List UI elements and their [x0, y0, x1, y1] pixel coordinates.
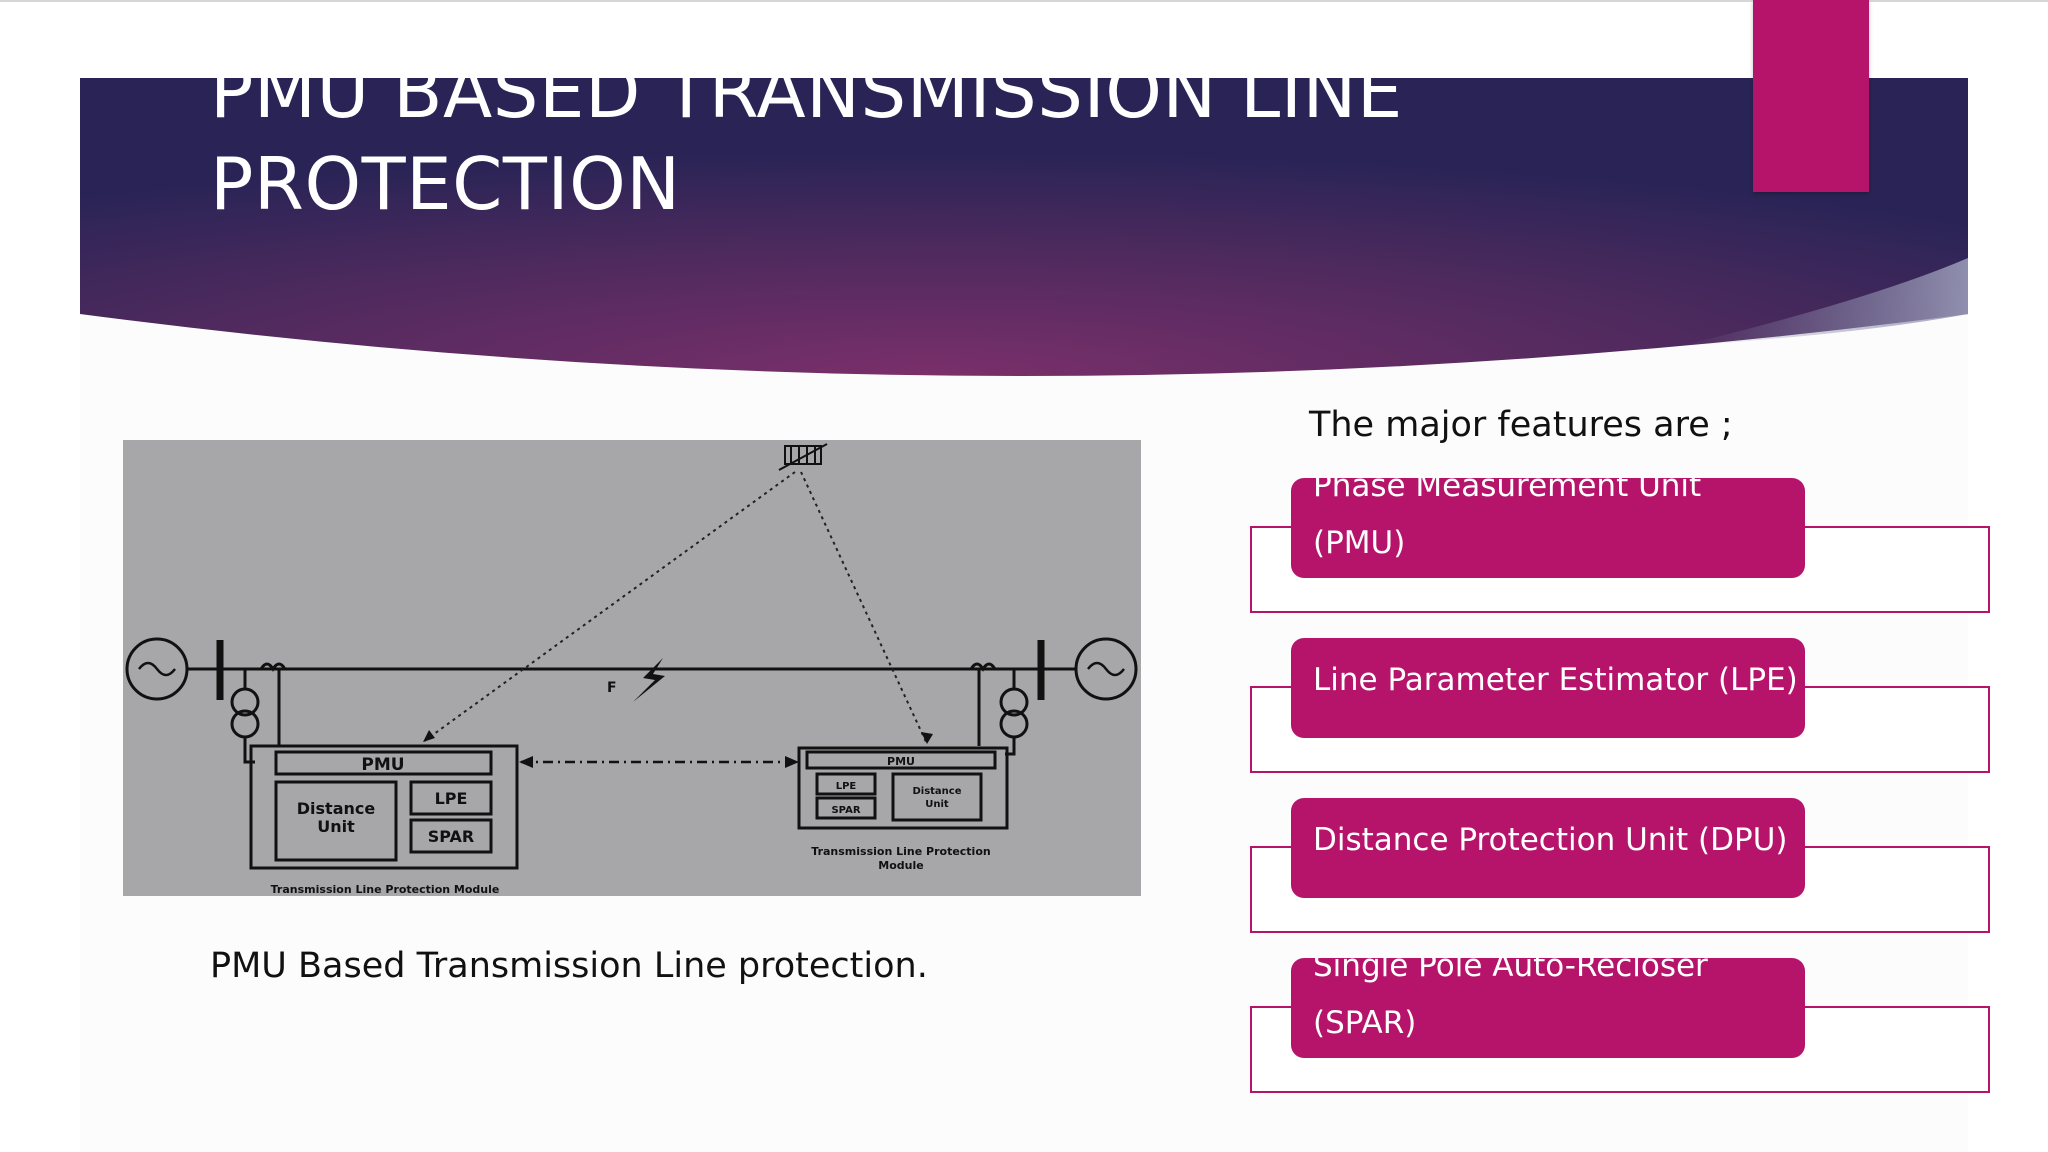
title-banner — [80, 78, 1968, 376]
right-protection-module — [797, 746, 1009, 830]
title-line-1: PMU BASED TRANSMISSION LINE — [210, 64, 1403, 134]
feature-pmu-line-2: (PMU) — [1313, 525, 1406, 561]
feature-item-pmu: Phase Measurement Unit (PMU) — [1250, 478, 1994, 613]
feature-item-spar: Single Pole Auto-Recloser (SPAR) — [1250, 958, 1994, 1093]
feature-pill: Single Pole Auto-Recloser (SPAR) — [1291, 958, 1805, 1058]
left-unit-label: Unit — [317, 817, 355, 836]
feature-pmu-line-1: Phase Measurement Unit — [1313, 478, 1702, 504]
feature-pill: Phase Measurement Unit (PMU) — [1291, 478, 1805, 578]
satellite-icon — [778, 443, 828, 471]
feature-spar-line-2: (SPAR) — [1313, 1005, 1417, 1041]
figure-caption: PMU Based Transmission Line protection. — [210, 946, 928, 986]
pmu-diagram: F PMU Distance Unit LPE SPAR Transmissio… — [123, 440, 1141, 896]
features-heading: The major features are ; — [1309, 405, 1733, 445]
right-unit-label: Unit — [925, 799, 949, 810]
feature-item-lpe: Line Parameter Estimator (LPE) — [1250, 638, 1994, 773]
left-protection-module — [249, 744, 519, 870]
feature-item-dpu: Distance Protection Unit (DPU) — [1250, 798, 1994, 933]
fault-icon — [633, 658, 665, 702]
title-line-2: PROTECTION — [210, 142, 681, 226]
feature-lpe-label: Line Parameter Estimator (LPE) — [1313, 662, 1798, 698]
right-lpe-label: LPE — [836, 781, 857, 792]
feature-dpu-label: Distance Protection Unit (DPU) — [1313, 822, 1788, 858]
right-module-caption-2: Module — [878, 859, 923, 872]
left-module-caption: Transmission Line Protection Module — [271, 883, 500, 896]
feature-spar-line-1: Single Pole Auto-Recloser — [1313, 958, 1708, 984]
left-lpe-label: LPE — [435, 789, 468, 808]
left-pmu-label: PMU — [361, 755, 404, 775]
feature-pill: Line Parameter Estimator (LPE) — [1291, 638, 1805, 738]
fault-label: F — [607, 680, 617, 696]
right-distance-label: Distance — [912, 786, 961, 797]
left-spar-label: SPAR — [428, 827, 474, 846]
top-rule — [0, 0, 2048, 2]
feature-pill: Distance Protection Unit (DPU) — [1291, 798, 1805, 898]
right-module-caption-1: Transmission Line Protection — [811, 845, 990, 858]
left-distance-label: Distance — [297, 799, 376, 818]
right-spar-label: SPAR — [831, 805, 860, 816]
right-pmu-label: PMU — [887, 755, 915, 768]
slide-title: PMU BASED TRANSMISSION LINE PROTECTION — [210, 64, 1510, 234]
accent-tab — [1753, 0, 1869, 192]
